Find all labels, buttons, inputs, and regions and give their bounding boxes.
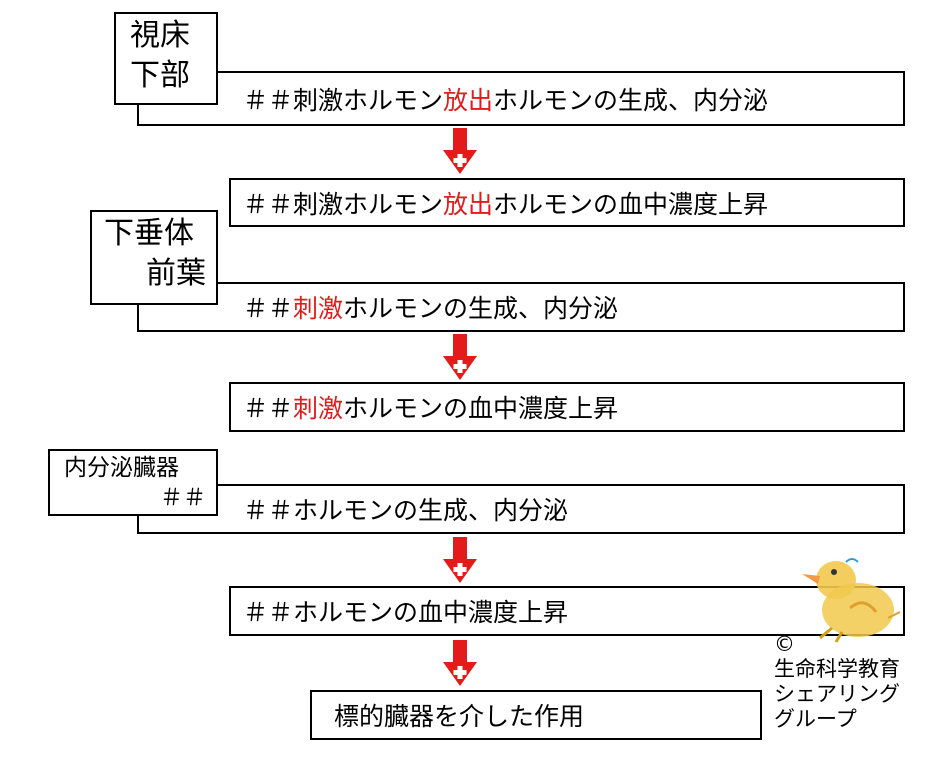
- credit-line-2: シェアリング: [774, 682, 900, 706]
- anterior-pituitary-line-1: 下垂体: [104, 216, 194, 251]
- step-4-suffix: ホルモンの血中濃度上昇: [343, 394, 619, 423]
- step-box-3: ＃＃刺激ホルモンの生成、内分泌: [137, 282, 905, 332]
- organ-label-endocrine-organ: 内分泌臓器 ＃＃: [48, 449, 218, 516]
- credit-line-1: 生命科学教育: [774, 657, 900, 681]
- step-box-5: ＃＃ホルモンの生成、内分泌: [137, 484, 905, 534]
- step-1-suffix: ホルモンの生成、内分泌: [493, 85, 769, 115]
- copyright-symbol: ©: [774, 632, 795, 656]
- endocrine-organ-line-1: 内分泌臓器: [64, 455, 179, 481]
- hypothalamus-line-1: 視床: [130, 18, 190, 53]
- anterior-pituitary-line-2: 前葉: [146, 256, 206, 291]
- step-1-highlight: 放出: [443, 85, 494, 115]
- step-3-suffix: ホルモンの生成、内分泌: [343, 294, 619, 323]
- step-box-2: ＃＃刺激ホルモン放出ホルモンの血中濃度上昇: [229, 178, 905, 227]
- chick-mascot-icon: [802, 558, 901, 643]
- credit-text: © 生命科学教育 シェアリング グループ: [774, 632, 900, 732]
- hypothalamus-line-2: 下部: [130, 58, 190, 93]
- endocrine-organ-line-2: ＃＃: [160, 485, 206, 511]
- step-7-text: 標的臓器を介した作用: [334, 702, 585, 731]
- credit-line-3: グループ: [774, 707, 857, 731]
- step-2-suffix: ホルモンの血中濃度上昇: [493, 189, 769, 219]
- step-4-prefix: ＃＃: [243, 394, 294, 423]
- organ-label-anterior-pituitary: 下垂体 前葉: [90, 210, 218, 305]
- step-box-1: ＃＃刺激ホルモン放出ホルモンの生成、内分泌: [137, 71, 905, 126]
- step-6-text: ＃＃ホルモンの血中濃度上昇: [243, 598, 569, 627]
- down-arrow-plus-icon: [443, 334, 477, 380]
- down-arrow-plus-icon: [443, 128, 477, 174]
- step-4-highlight: 刺激: [293, 394, 344, 423]
- step-5-text: ＃＃ホルモンの生成、内分泌: [243, 496, 569, 525]
- down-arrow-plus-icon: [443, 640, 477, 686]
- step-2-prefix: ＃＃刺激ホルモン: [243, 189, 444, 219]
- step-3-highlight: 刺激: [293, 294, 344, 323]
- step-2-highlight: 放出: [443, 189, 494, 219]
- step-3-prefix: ＃＃: [243, 294, 294, 323]
- step-box-6: ＃＃ホルモンの血中濃度上昇: [229, 586, 905, 636]
- step-1-prefix: ＃＃刺激ホルモン: [243, 85, 444, 115]
- down-arrow-plus-icon: [443, 537, 477, 583]
- organ-label-hypothalamus: 視床 下部: [114, 12, 218, 105]
- step-box-4: ＃＃刺激ホルモンの血中濃度上昇: [229, 382, 905, 432]
- step-box-7: 標的臓器を介した作用: [310, 690, 762, 740]
